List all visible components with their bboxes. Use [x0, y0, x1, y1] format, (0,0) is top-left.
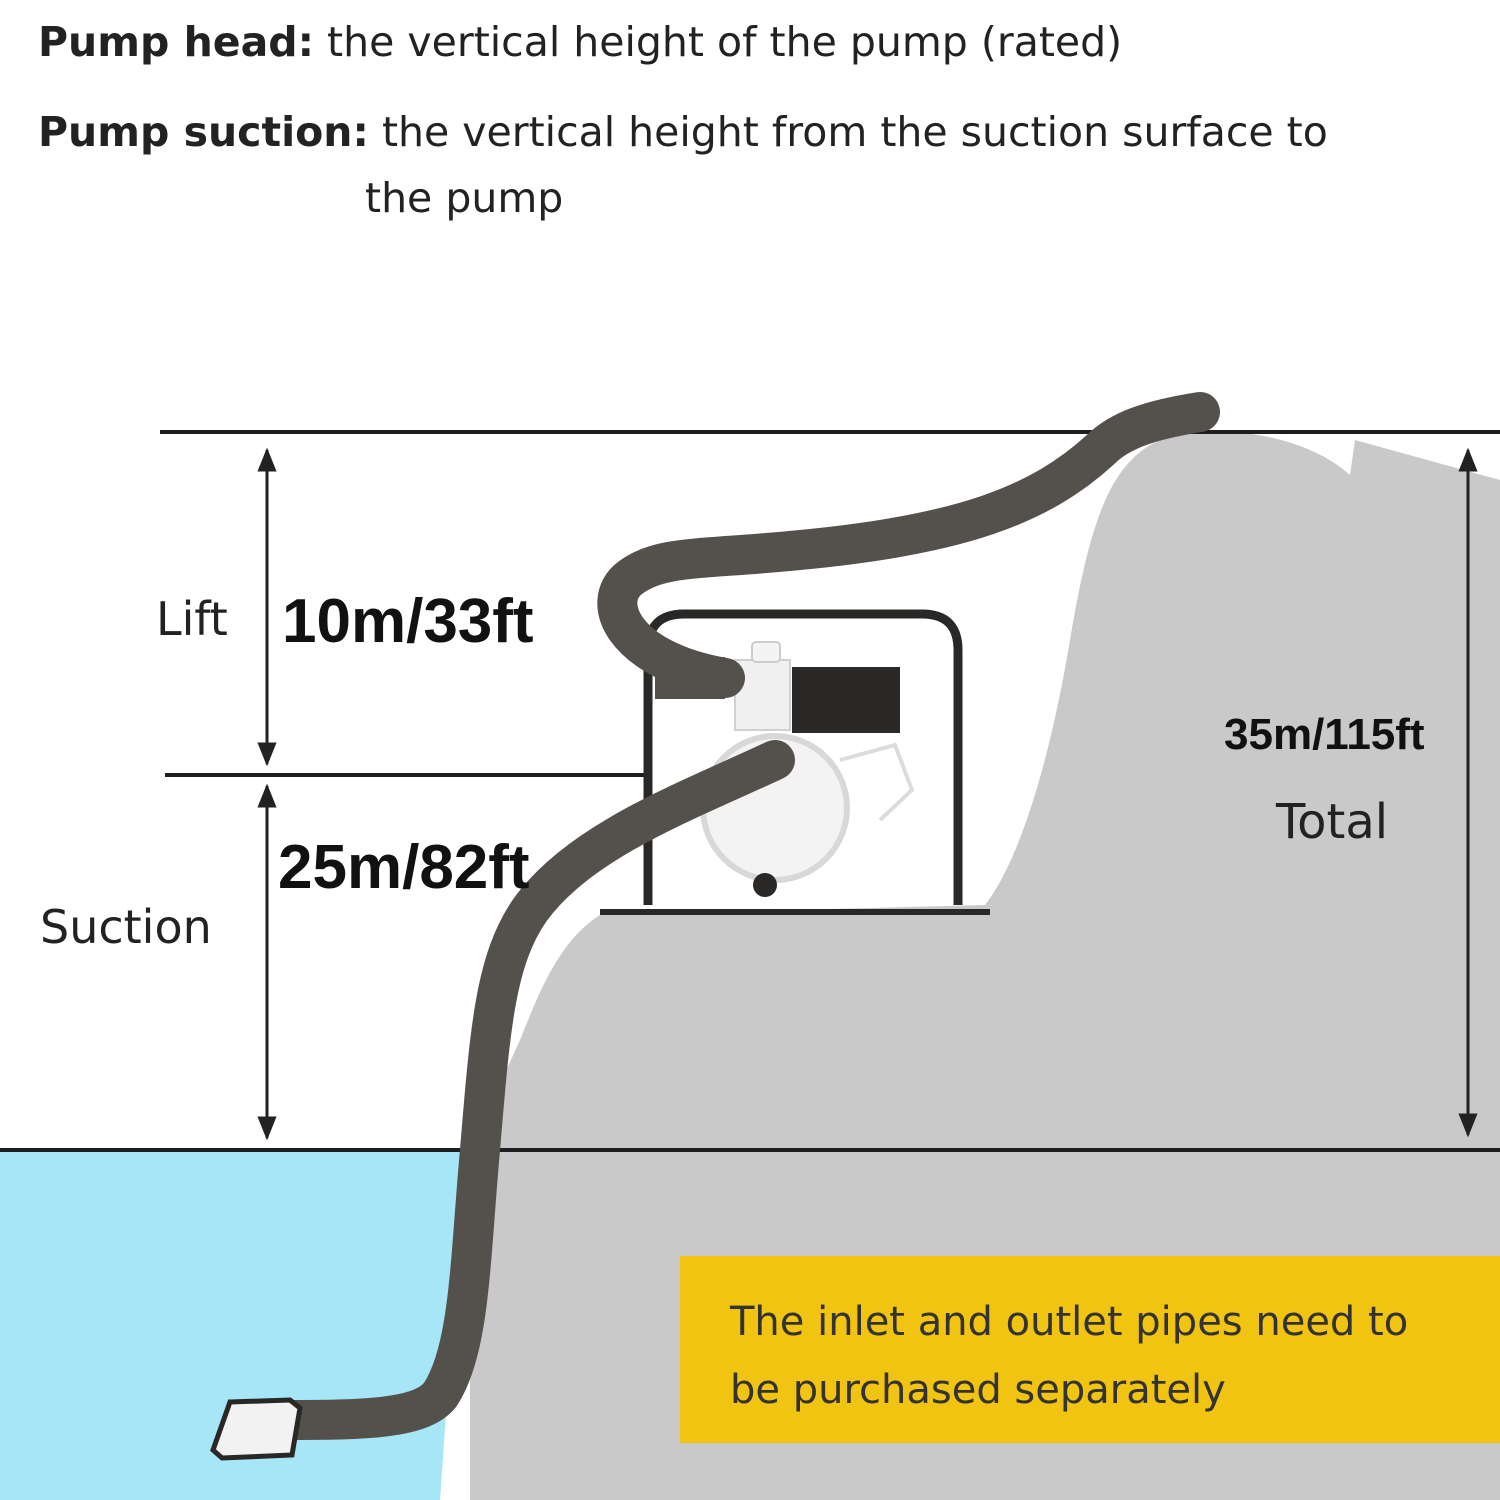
pump-suction-text-cont: the pump — [365, 174, 564, 222]
ground-shape — [470, 431, 1500, 1500]
total-label: Total — [1276, 794, 1389, 850]
pump-suction-term: Pump suction: — [38, 108, 369, 156]
suction-value: 25m/82ft — [278, 833, 530, 902]
pipes-note: The inlet and outlet pipes need to be pu… — [680, 1256, 1500, 1443]
pump-head-definition: Pump head: the vertical height of the pu… — [38, 14, 1122, 70]
suction-hose — [255, 740, 795, 1440]
pump-head-term: Pump head: — [38, 18, 314, 66]
pump-suction-text: the vertical height from the suction sur… — [381, 108, 1328, 156]
outlet-hose — [597, 392, 1220, 698]
strainer — [210, 1397, 303, 1461]
pipes-note-line1: The inlet and outlet pipes need to — [730, 1299, 1409, 1345]
pump-head-text: the vertical height of the pump (rated) — [327, 18, 1123, 66]
pipes-note-line2: be purchased separately — [730, 1367, 1226, 1413]
suction-label: Suction — [40, 900, 212, 954]
pump-suction-definition: Pump suction: the vertical height from t… — [38, 104, 1328, 160]
total-value: 35m/115ft — [1224, 710, 1425, 759]
lift-label: Lift — [156, 592, 228, 646]
lift-value: 10m/33ft — [282, 587, 534, 656]
